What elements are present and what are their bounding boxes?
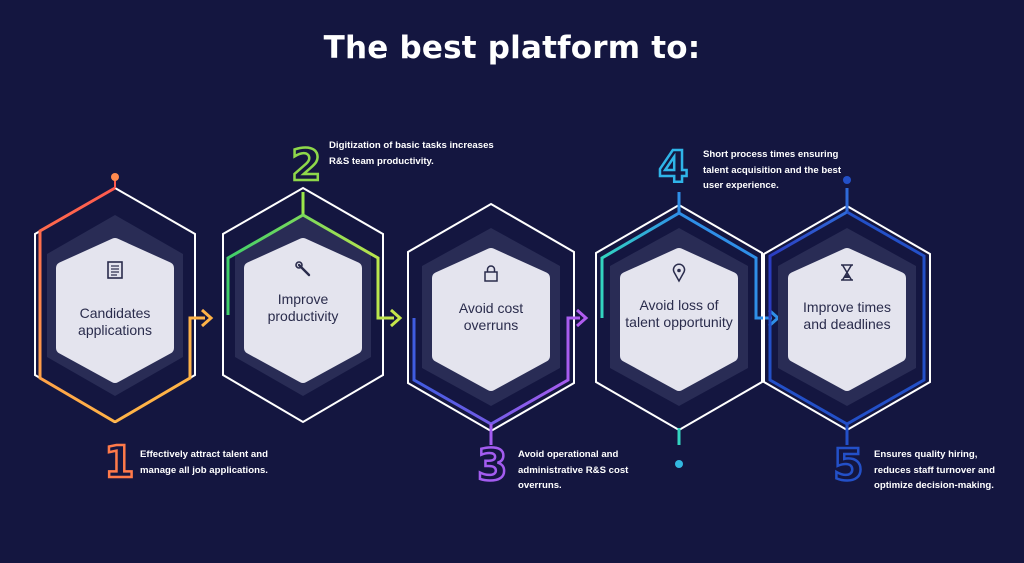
step-4-hexagon xyxy=(595,192,781,468)
step-5-description: Ensures quality hiring, reduces staff tu… xyxy=(874,449,996,491)
step-5-hexagon xyxy=(763,176,931,445)
location-pin-icon xyxy=(672,263,686,283)
hourglass-icon xyxy=(841,264,853,281)
step-3-number: 3 xyxy=(476,439,509,493)
wrench-icon xyxy=(295,261,311,277)
step-4-description: Short process times ensuring talent acqu… xyxy=(703,149,842,191)
step-4-label: Avoid loss of talent opportunity xyxy=(625,297,733,330)
page-title: The best platform to: xyxy=(323,30,701,66)
step-5-dot xyxy=(843,176,851,184)
lock-icon xyxy=(484,265,498,282)
step-1-description: Effectively attract talent and manage al… xyxy=(140,449,268,476)
step-1-label: Candidates applications xyxy=(78,305,152,338)
step-2-number: 2 xyxy=(290,139,323,193)
step-3-description: Avoid operational and administrative R&S… xyxy=(518,449,629,491)
step-3-hexagon xyxy=(407,202,589,445)
step-2-label: Improve productivity xyxy=(267,291,339,324)
step-2-description: Digitization of basic tasks increases R&… xyxy=(329,140,494,167)
document-icon xyxy=(107,261,123,279)
step-1-hexagon xyxy=(34,173,214,440)
step-4-dot xyxy=(675,460,683,468)
step-1-number: 1 xyxy=(103,436,136,490)
step-2-hexagon xyxy=(222,186,403,424)
step-1-dot xyxy=(111,173,119,181)
step-5-label: Improve times and deadlines xyxy=(803,299,891,332)
step-3-label: Avoid cost overruns xyxy=(458,300,524,333)
step-5-number: 5 xyxy=(832,439,865,493)
step-4-number: 4 xyxy=(657,141,690,195)
